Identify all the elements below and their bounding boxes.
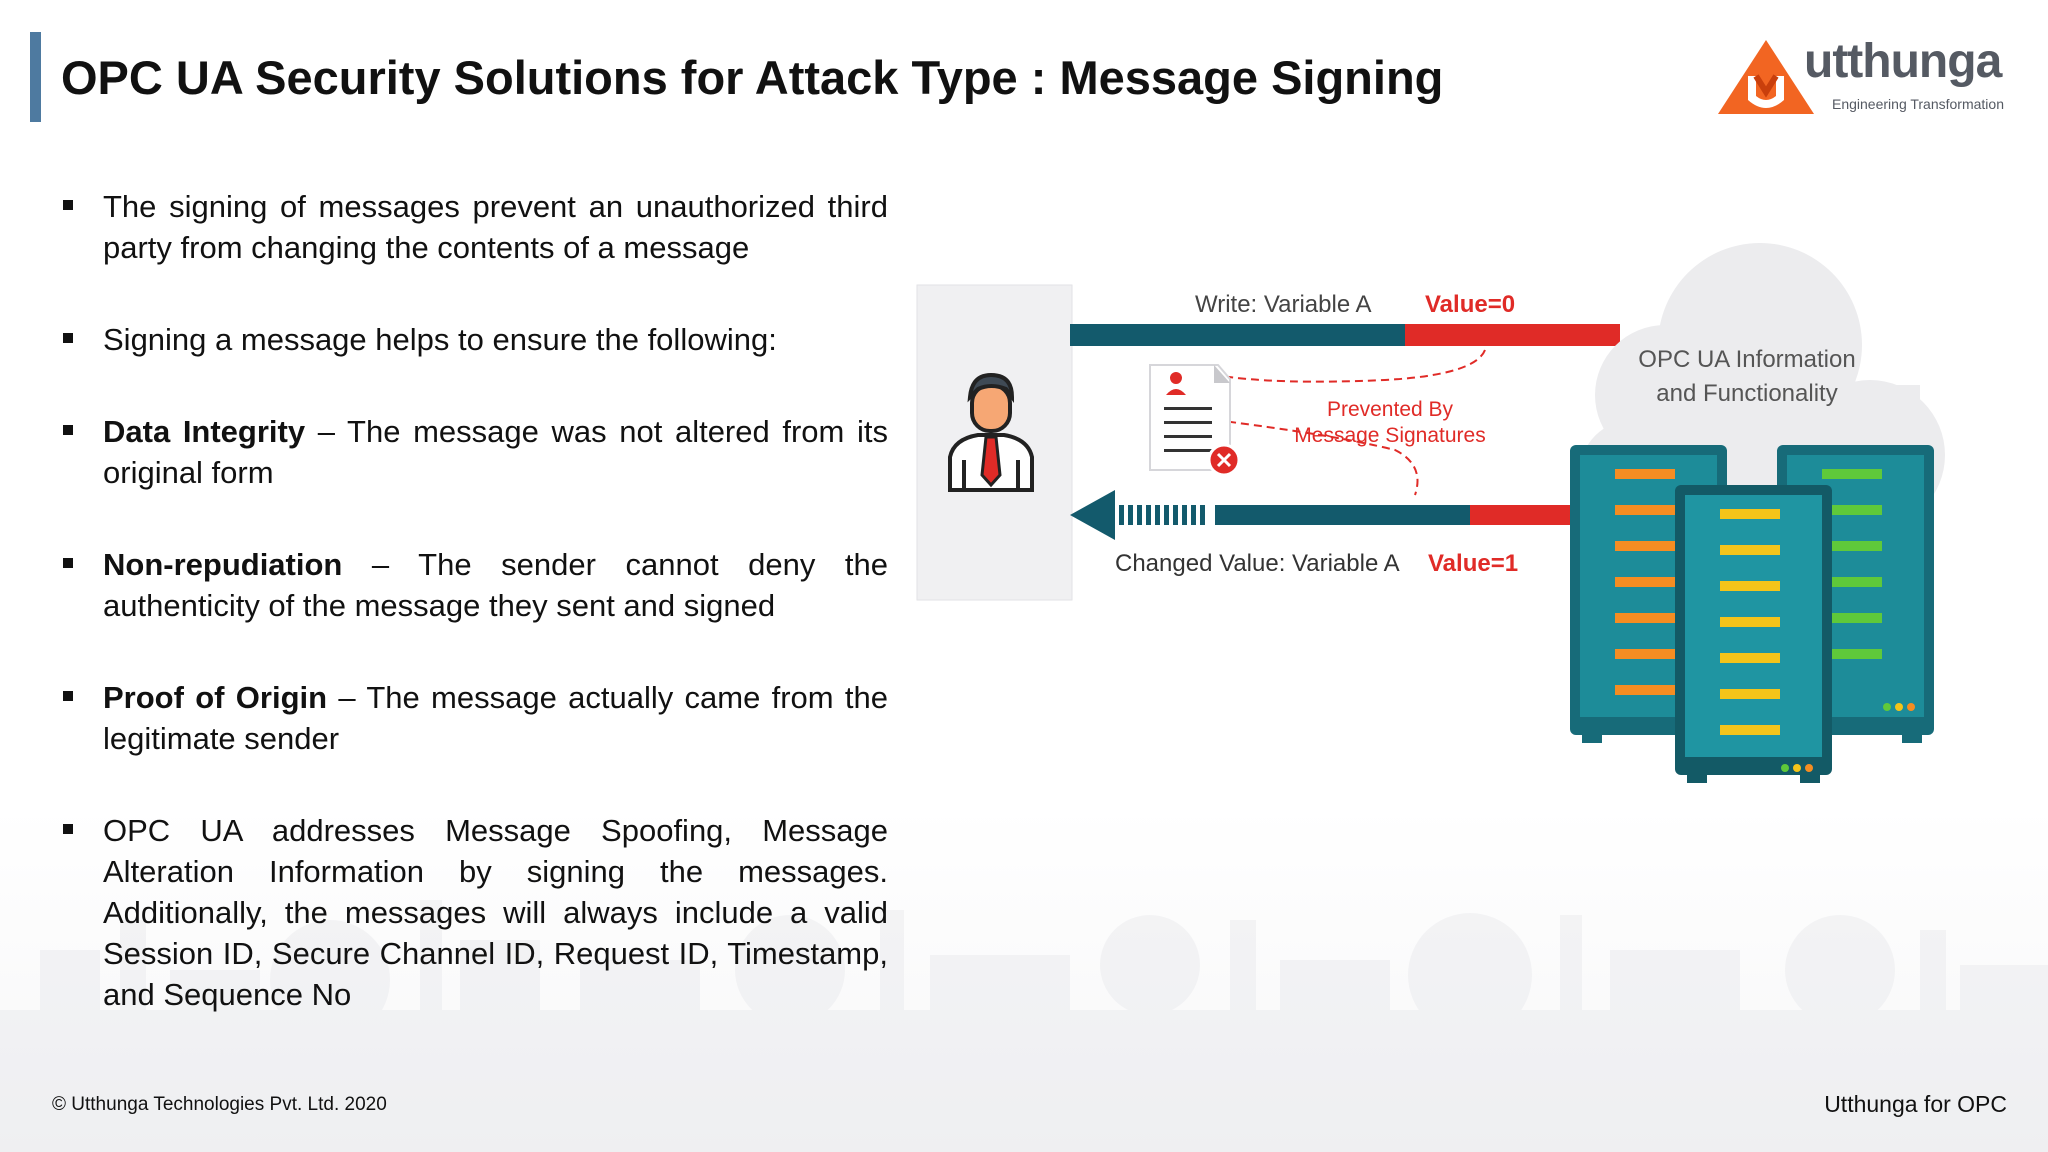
- bullet-square-icon: [63, 333, 73, 343]
- bullet-square-icon: [63, 824, 73, 834]
- bullet-item: Signing a message helps to ensure the fo…: [60, 319, 888, 360]
- return-arrow-red: [1470, 505, 1580, 525]
- signed-document-icon: [1149, 364, 1241, 477]
- footer-copyright: © Utthunga Technologies Pvt. Ltd. 2020: [52, 1094, 387, 1115]
- intercept-dashed-line: [1214, 349, 1486, 383]
- changed-label: Changed Value: Variable A: [1115, 550, 1400, 577]
- prevented-label-line1: Prevented By: [1327, 398, 1454, 421]
- changed-value: Value=1: [1428, 550, 1518, 577]
- bullet-list: The signing of messages prevent an unaut…: [60, 186, 888, 1066]
- intercept-dashed-line: [1214, 419, 1419, 496]
- bullet-item: OPC UA addresses Message Spoofing, Messa…: [60, 810, 888, 1015]
- bullet-square-icon: [63, 691, 73, 701]
- footer-label: Utthunga for OPC: [1824, 1091, 2007, 1117]
- write-arrow-red: [1405, 324, 1620, 346]
- return-arrowhead-icon: [1070, 490, 1115, 540]
- user-icon: [948, 372, 1034, 492]
- page-title: OPC UA Security Solutions for Attack Typ…: [61, 51, 1444, 104]
- cloud-label-line1: OPC UA Information: [1638, 346, 1855, 373]
- bullet-item: Proof of Origin – The message actually c…: [60, 677, 888, 759]
- bullet-item: Data Integrity – The message was not alt…: [60, 411, 888, 493]
- bullet-square-icon: [63, 425, 73, 435]
- return-arrow-dashes: [1119, 505, 1205, 525]
- skyline-background: [0, 900, 2048, 1152]
- title-accent-bar: [30, 32, 41, 122]
- write-label: Write: Variable A: [1195, 291, 1372, 318]
- logo-mark-icon: [1718, 40, 1814, 114]
- bullet-square-icon: [63, 200, 73, 210]
- bullet-square-icon: [63, 558, 73, 568]
- utthunga-logo: utthunga Engineering Transformation: [1718, 35, 2008, 120]
- bullet-item: Non-repudiation – The sender cannot deny…: [60, 544, 888, 626]
- write-arrow-bar: [1070, 324, 1420, 346]
- bullet-item: The signing of messages prevent an unaut…: [60, 186, 888, 268]
- message-signing-diagram: Write: Variable A Value=0 Changed Value:…: [916, 243, 1945, 783]
- cloud-label-line2: and Functionality: [1656, 380, 1837, 407]
- prevented-label-line2: Message Signatures: [1294, 424, 1485, 447]
- server-icon-yellow: [1675, 485, 1832, 783]
- logo-tagline: Engineering Transformation: [1832, 96, 2004, 112]
- logo-wordmark: utthunga: [1804, 35, 2002, 88]
- write-value: Value=0: [1425, 291, 1515, 318]
- return-arrow-bar: [1215, 505, 1475, 525]
